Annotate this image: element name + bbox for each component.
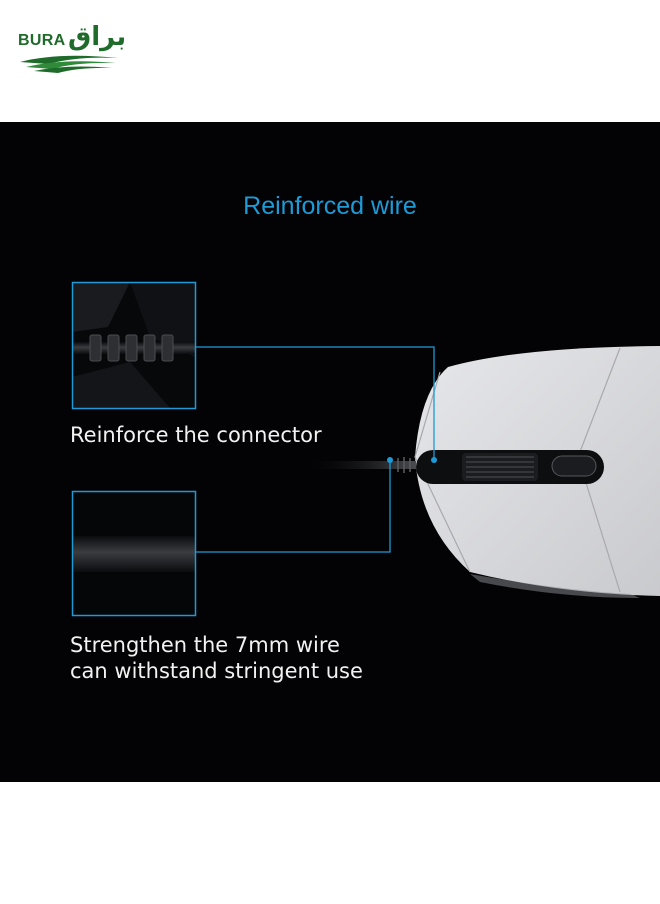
logo-latin-text: BURA [18,32,66,49]
wire-pointer-dot [387,457,393,463]
logo-swoosh-icon [20,55,118,73]
wire-closeup [71,490,197,617]
caption-wire-line-1: Strengthen the 7mm wire [70,633,340,657]
logo-arabic-text: براق [68,22,127,52]
connector-pointer-dot [431,457,437,463]
cable [300,461,416,469]
panel-title: Reinforced wire [243,192,417,220]
caption-wire-line-2: can withstand stringent use [70,659,363,683]
leader-lines [195,346,435,553]
caption-connector: Reinforce the connector [70,422,322,448]
connector-closeup [71,281,197,410]
caption-wire: Strengthen the 7mm wire can withstand st… [70,632,363,684]
mouse-illustration [414,346,660,598]
product-panel: Reinforced wire [0,122,660,782]
cable-strain-relief [397,457,411,473]
caption-connector-text: Reinforce the connector [70,423,322,447]
brand-logo: BURA براق [18,22,126,74]
product-scene [71,281,660,617]
